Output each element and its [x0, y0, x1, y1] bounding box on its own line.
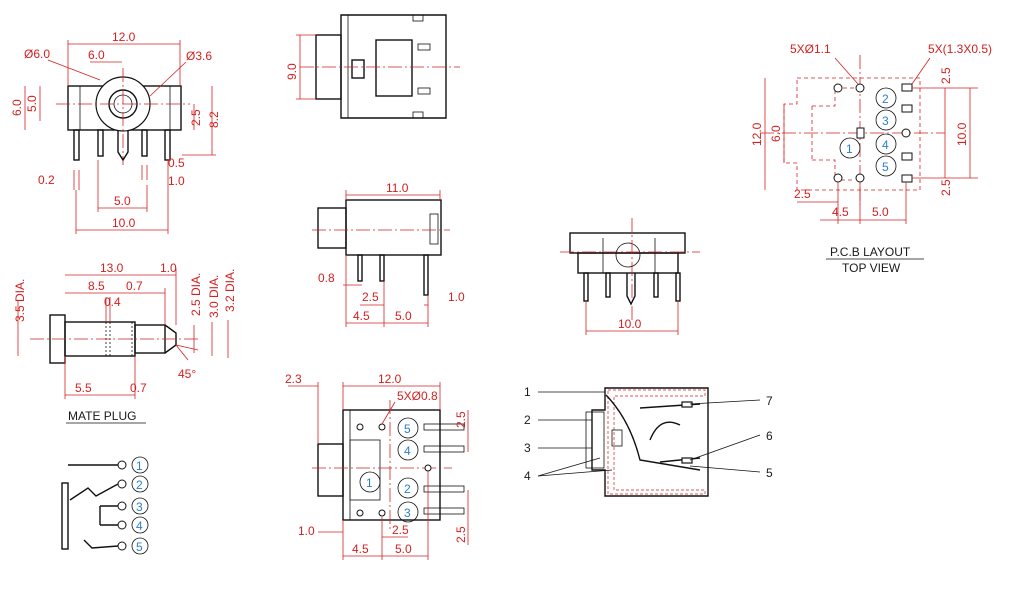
bottom-dim-50: 5.0 [395, 542, 412, 556]
side-dim-25: 2.5 [362, 290, 379, 304]
side-dim-w11: 11.0 [386, 181, 409, 195]
side-dim-50: 5.0 [395, 309, 412, 323]
section-view: 1 2 3 4 7 6 5 [524, 385, 773, 497]
schematic-pin-3: 3 [136, 500, 143, 514]
front-dim-6: 6.0 [88, 48, 105, 62]
front-dim-h5: 5.0 [25, 95, 39, 112]
side-dim-08: 0.8 [318, 271, 335, 285]
mate-plug: 3.5 DIA. 13.0 1.0 8.5 0.7 0.4 2.5 DIA. 3… [13, 261, 237, 424]
pcb-outline [783, 77, 921, 191]
plug-caption: MATE PLUG [68, 409, 136, 423]
top-body [340, 14, 447, 119]
bottom-pin-1: 1 [366, 476, 373, 490]
pcb-subtitle: TOP VIEW [842, 261, 901, 275]
top-dim-h9: 9.0 [285, 63, 299, 80]
pcb-dim-50: 5.0 [872, 205, 889, 219]
side-collar [317, 207, 347, 249]
plug-dim-w10: 1.0 [160, 261, 177, 275]
pcb-title: P.C.B LAYOUT [830, 245, 911, 259]
plug-dim-angle: 45° [178, 367, 196, 381]
section-callout-2: 2 [524, 413, 531, 427]
plug-dim-d30: 3.0 DIA. [207, 275, 221, 318]
section-housing [591, 387, 709, 497]
pcb-pin-1: 1 [846, 142, 853, 156]
pcb-layout: 2 3 4 5 1 5XØ1.1 5X(1.3X0.5) 12.0 6.0 10… [750, 42, 992, 275]
front-view: 12.0 6.0 Ø6.0 Ø3.6 5.0 6.0 2.5 8.2 0.5 0… [10, 30, 221, 234]
bottom-dim-d25: 2.5 [392, 523, 409, 537]
plug-dim-w85: 8.5 [88, 279, 105, 293]
bottom-dim-r25a: 2.5 [454, 411, 468, 428]
pcb-dim-l25: 2.5 [794, 187, 811, 201]
section-callout-6: 6 [766, 429, 773, 443]
bottom-dim-holes: 5XØ0.8 [397, 389, 438, 403]
plug-dim-w55: 5.5 [75, 381, 92, 395]
bottom-pin-4: 4 [404, 444, 411, 458]
bottom-pin-2: 2 [404, 482, 411, 496]
front-dim-w10: 10.0 [112, 216, 136, 230]
pcb-pin-2: 2 [882, 92, 889, 106]
schematic-pin-5: 5 [136, 540, 143, 554]
side-dim-10: 1.0 [448, 290, 465, 304]
section-callout-3: 3 [524, 441, 531, 455]
pcb-dim-bot25: 2.5 [939, 179, 953, 196]
front-dim-h25: 2.5 [189, 109, 203, 126]
bottom-dim-d10: 1.0 [298, 524, 315, 538]
pcb-dim-h12: 12.0 [750, 122, 764, 146]
front-dim-10: 1.0 [168, 174, 185, 188]
side-body [345, 199, 442, 256]
bottom-dim-w12: 12.0 [378, 372, 402, 386]
pcb-dim-h6: 6.0 [769, 125, 783, 142]
schematic-sleeve [61, 482, 69, 550]
bottom-dim-l23: 2.3 [285, 372, 302, 386]
side-view: 11.0 0.8 2.5 1.0 4.5 5.0 [312, 181, 465, 327]
bottom-dim-45: 4.5 [352, 542, 369, 556]
plug-dim-d35: 3.5 DIA. [13, 279, 27, 322]
front-dim-dia36: Ø3.6 [186, 49, 212, 63]
pcb-dim-45: 4.5 [832, 205, 849, 219]
pcb-pin-4: 4 [882, 138, 889, 152]
schematic: 1 2 3 4 5 [61, 456, 149, 555]
pcb-dim-h10: 10.0 [955, 122, 969, 146]
bottom-collar [317, 443, 344, 497]
pcb-dim-holes: 5XØ1.1 [790, 42, 831, 56]
plug-dim-d25: 2.5 DIA. [189, 273, 203, 316]
bottom-pin-3: 3 [404, 506, 411, 520]
rear-view: 10.0 [560, 218, 700, 335]
section-callout-4: 4 [524, 469, 531, 483]
front-dim-02: 0.2 [38, 173, 55, 187]
plug-dim-d32: 3.2 DIA. [223, 269, 237, 312]
bottom-view: 5 4 1 2 3 2.3 12.0 5XØ0.8 2.5 2.5 1.0 2.… [285, 372, 469, 560]
bottom-body [342, 409, 441, 521]
bottom-pin-5: 5 [404, 422, 411, 436]
pcb-dim-top25: 2.5 [939, 67, 953, 84]
schematic-pin-1: 1 [136, 459, 143, 473]
pcb-pin-5: 5 [882, 160, 889, 174]
plug-dim-w04: 0.4 [104, 295, 121, 309]
plug-dim-b07: 0.7 [130, 381, 147, 395]
front-dim-dia6: Ø6.0 [24, 47, 50, 61]
plug-dim-w07: 0.7 [126, 279, 143, 293]
section-callout-1: 1 [524, 385, 531, 399]
bottom-dim-r25b: 2.5 [454, 526, 468, 543]
front-dim-h6: 6.0 [10, 99, 24, 116]
pcb-dim-slots: 5X(1.3X0.5) [928, 42, 992, 56]
schematic-pin-4: 4 [136, 519, 143, 533]
side-dim-45: 4.5 [353, 309, 370, 323]
front-dim-h82: 8.2 [207, 111, 221, 128]
section-callout-5: 5 [766, 466, 773, 480]
rear-body [577, 252, 679, 274]
front-dim-w5: 5.0 [114, 194, 131, 208]
front-dim-05: 0.5 [168, 156, 185, 170]
schematic-pin-2: 2 [136, 478, 143, 492]
plug-dim-w13: 13.0 [100, 261, 124, 275]
rear-dim-w10: 10.0 [618, 317, 642, 331]
front-dim-width: 12.0 [112, 30, 136, 44]
top-view: 9.0 [285, 14, 460, 119]
pcb-pin-3: 3 [882, 114, 889, 128]
section-callout-7: 7 [766, 394, 773, 408]
